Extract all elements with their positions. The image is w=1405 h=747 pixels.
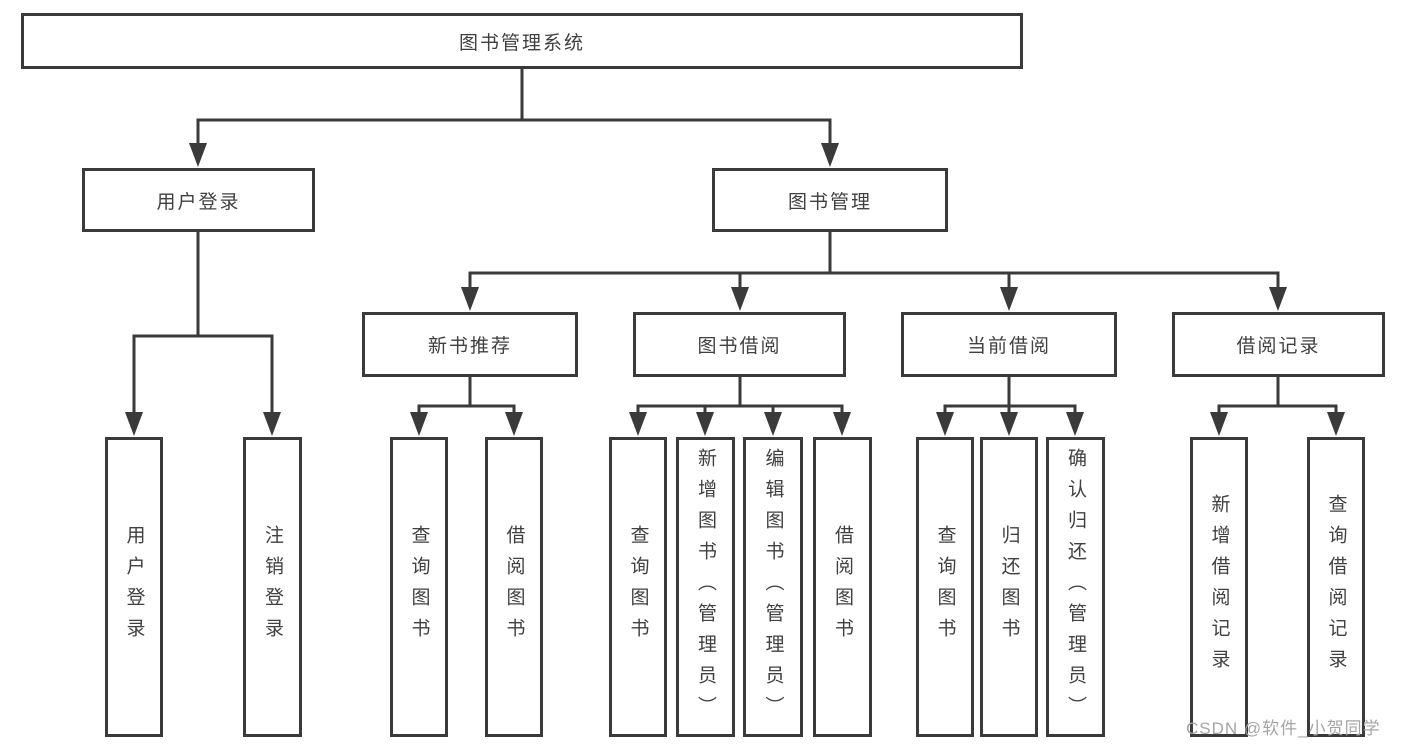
node-user-login: 用户登录 — [82, 168, 315, 232]
node-library-system: 图书管理系统 — [21, 13, 1023, 69]
leaf-edit-book-admin: 编辑图书（管理员） — [743, 437, 803, 737]
node-borrow-records: 借阅记录 — [1172, 312, 1385, 377]
node-label: 借阅图书 — [503, 525, 525, 649]
node-label: 当前借阅 — [966, 336, 1051, 357]
leaf-borrow-books-recommend: 借阅图书 — [485, 437, 543, 737]
node-label: 用户登录 — [123, 525, 145, 649]
node-label: 借阅图书 — [832, 525, 853, 649]
node-label: 新增借阅记录 — [1208, 494, 1230, 680]
node-label: 图书管理 — [787, 191, 872, 213]
node-label: 查询图书 — [627, 525, 649, 649]
node-current-borrow: 当前借阅 — [901, 312, 1117, 377]
node-label: 查询图书 — [934, 525, 956, 649]
leaf-user-login: 用户登录 — [105, 437, 163, 737]
node-label: 用户登录 — [156, 191, 241, 213]
leaf-add-book-admin: 新增图书（管理员） — [676, 437, 735, 737]
leaf-query-books-borrow: 查询图书 — [609, 437, 667, 737]
leaf-borrow-books: 借阅图书 — [813, 437, 872, 737]
node-new-book-recommend: 新书推荐 — [362, 312, 578, 377]
leaf-logout: 注销登录 — [243, 437, 302, 737]
node-label: 图书借阅 — [697, 336, 782, 357]
leaf-query-borrow-record: 查询借阅记录 — [1307, 437, 1365, 737]
node-label: 借阅记录 — [1236, 336, 1321, 357]
leaf-add-borrow-record: 新增借阅记录 — [1190, 437, 1248, 737]
leaf-query-books-current: 查询图书 — [916, 437, 974, 737]
node-label: 注销登录 — [262, 525, 283, 649]
node-label: 查询图书 — [408, 525, 430, 649]
node-label: 新书推荐 — [427, 336, 512, 357]
node-label: 新增图书（管理员） — [695, 447, 716, 727]
node-label: 归还图书 — [998, 525, 1020, 649]
node-book-borrow: 图书借阅 — [633, 312, 846, 377]
node-label: 编辑图书（管理员） — [762, 447, 784, 727]
leaf-confirm-return-admin: 确认归还（管理员） — [1046, 437, 1105, 737]
node-book-management: 图书管理 — [712, 168, 948, 232]
csdn-watermark: CSDN @软件_小贺同学 — [1186, 719, 1381, 738]
leaf-query-books-recommend: 查询图书 — [390, 437, 448, 737]
node-label: 图书管理系统 — [458, 32, 585, 54]
leaf-return-book: 归还图书 — [980, 437, 1038, 737]
node-label: 查询借阅记录 — [1325, 494, 1347, 680]
node-label: 确认归还（管理员） — [1065, 447, 1086, 727]
